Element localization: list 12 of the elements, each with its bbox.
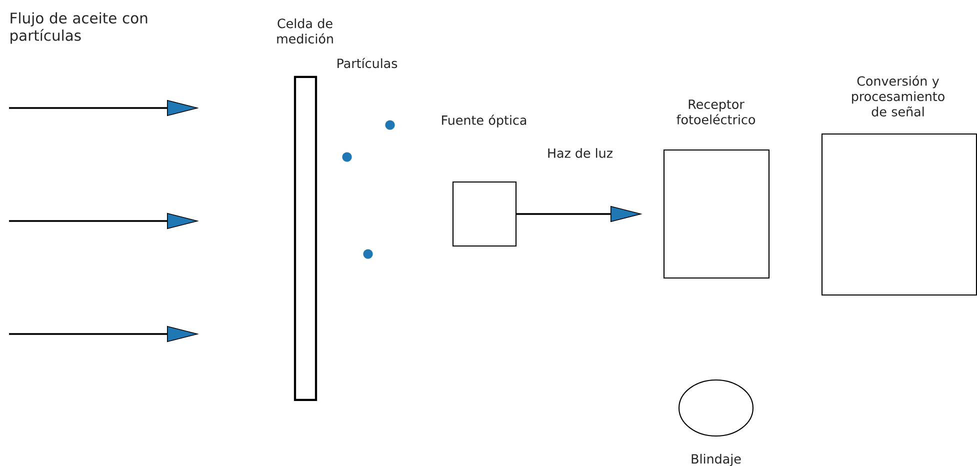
- receptor-box: Receptor fotoeléctrico: [663, 100, 770, 279]
- cell-bar: Celda de medición: [277, 18, 333, 402]
- edge-label: Haz de luz: [546, 146, 614, 160]
- processing-box: Conversión y procesamiento de señal: [821, 76, 977, 296]
- node-label: Conversión y procesamiento de señal: [852, 75, 944, 116]
- source-box: Fuente óptica: [442, 114, 526, 247]
- node-label: Fuente óptica: [442, 114, 526, 128]
- flow-label: Flujo de aceite con partículas: [10, 12, 148, 44]
- node-label: Celda de medición: [277, 18, 333, 44]
- node-label: Receptor fotoeléctrico: [676, 100, 756, 124]
- node-label: Blindaje: [692, 454, 741, 466]
- particles-label: Partículas: [338, 58, 398, 68]
